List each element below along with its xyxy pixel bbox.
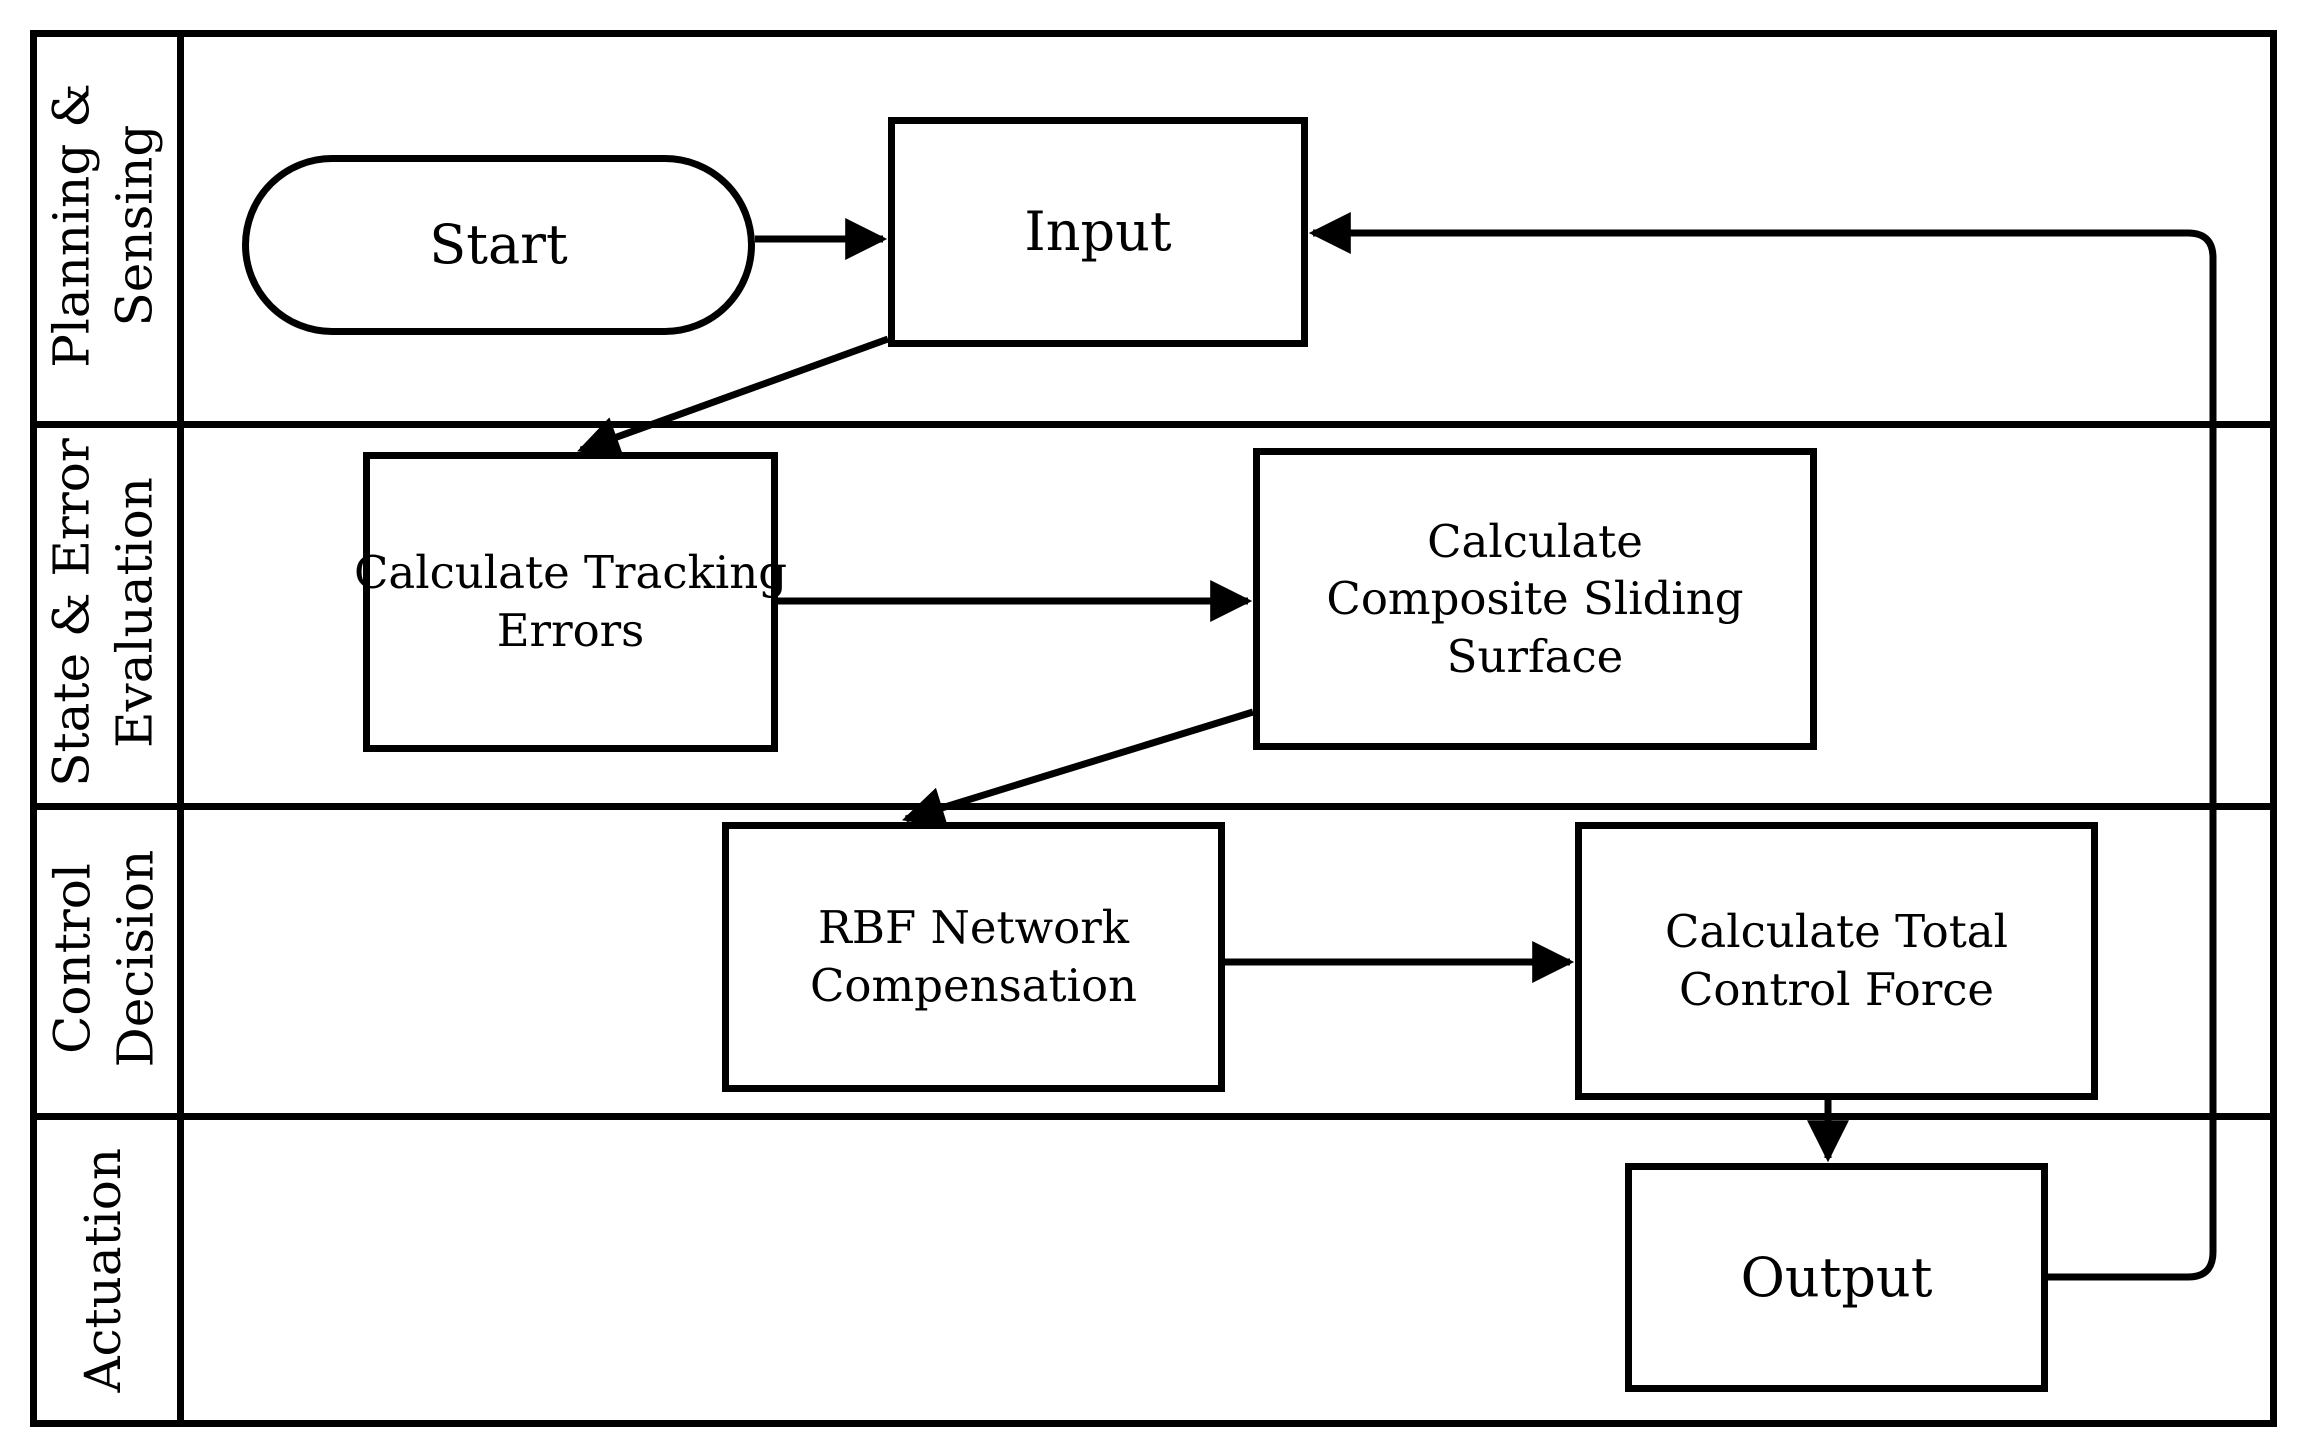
text-line: Errors bbox=[496, 604, 645, 657]
arrow-composite-to-rbf bbox=[901, 708, 1255, 828]
node-output: Output bbox=[1625, 1163, 2048, 1392]
outer-frame bbox=[30, 30, 2277, 1427]
lane-label-text: Planning &Sensing bbox=[41, 83, 166, 367]
text-line: Calculate bbox=[1427, 514, 1643, 568]
text-line: Surface bbox=[1446, 629, 1624, 683]
text-line: Actuation bbox=[74, 1147, 133, 1393]
lane-label-text: Actuation bbox=[72, 1148, 135, 1393]
text-line: Input bbox=[1024, 200, 1172, 264]
text-line: Composite Sliding bbox=[1326, 572, 1744, 626]
text-line: Evaluation bbox=[105, 476, 164, 748]
text-line: Start bbox=[429, 213, 568, 277]
text-line: Calculate Total bbox=[1665, 905, 2008, 959]
text-line: RBF Network bbox=[818, 901, 1129, 955]
lane-label-actuation: Actuation bbox=[30, 1113, 177, 1427]
text-line: Compensation bbox=[809, 959, 1138, 1012]
text-line: Control bbox=[43, 862, 102, 1054]
text-line: State & Error bbox=[43, 437, 101, 787]
node-input: Input bbox=[888, 117, 1308, 347]
text-line: Decision bbox=[105, 849, 164, 1067]
node-start: Start bbox=[242, 155, 755, 335]
text-line: Planning & bbox=[43, 83, 102, 368]
text-line: Calculate Tracking bbox=[353, 546, 788, 600]
text-line: Output bbox=[1740, 1245, 1933, 1309]
lane-label-planning-sensing: Planning &Sensing bbox=[30, 30, 177, 421]
text-line: Control Force bbox=[1678, 963, 1995, 1016]
arrow-input-to-calc-tracking bbox=[577, 335, 890, 457]
text-line: Sensing bbox=[105, 124, 164, 327]
arrow-output-feedback-to-input bbox=[1308, 212, 2217, 1281]
